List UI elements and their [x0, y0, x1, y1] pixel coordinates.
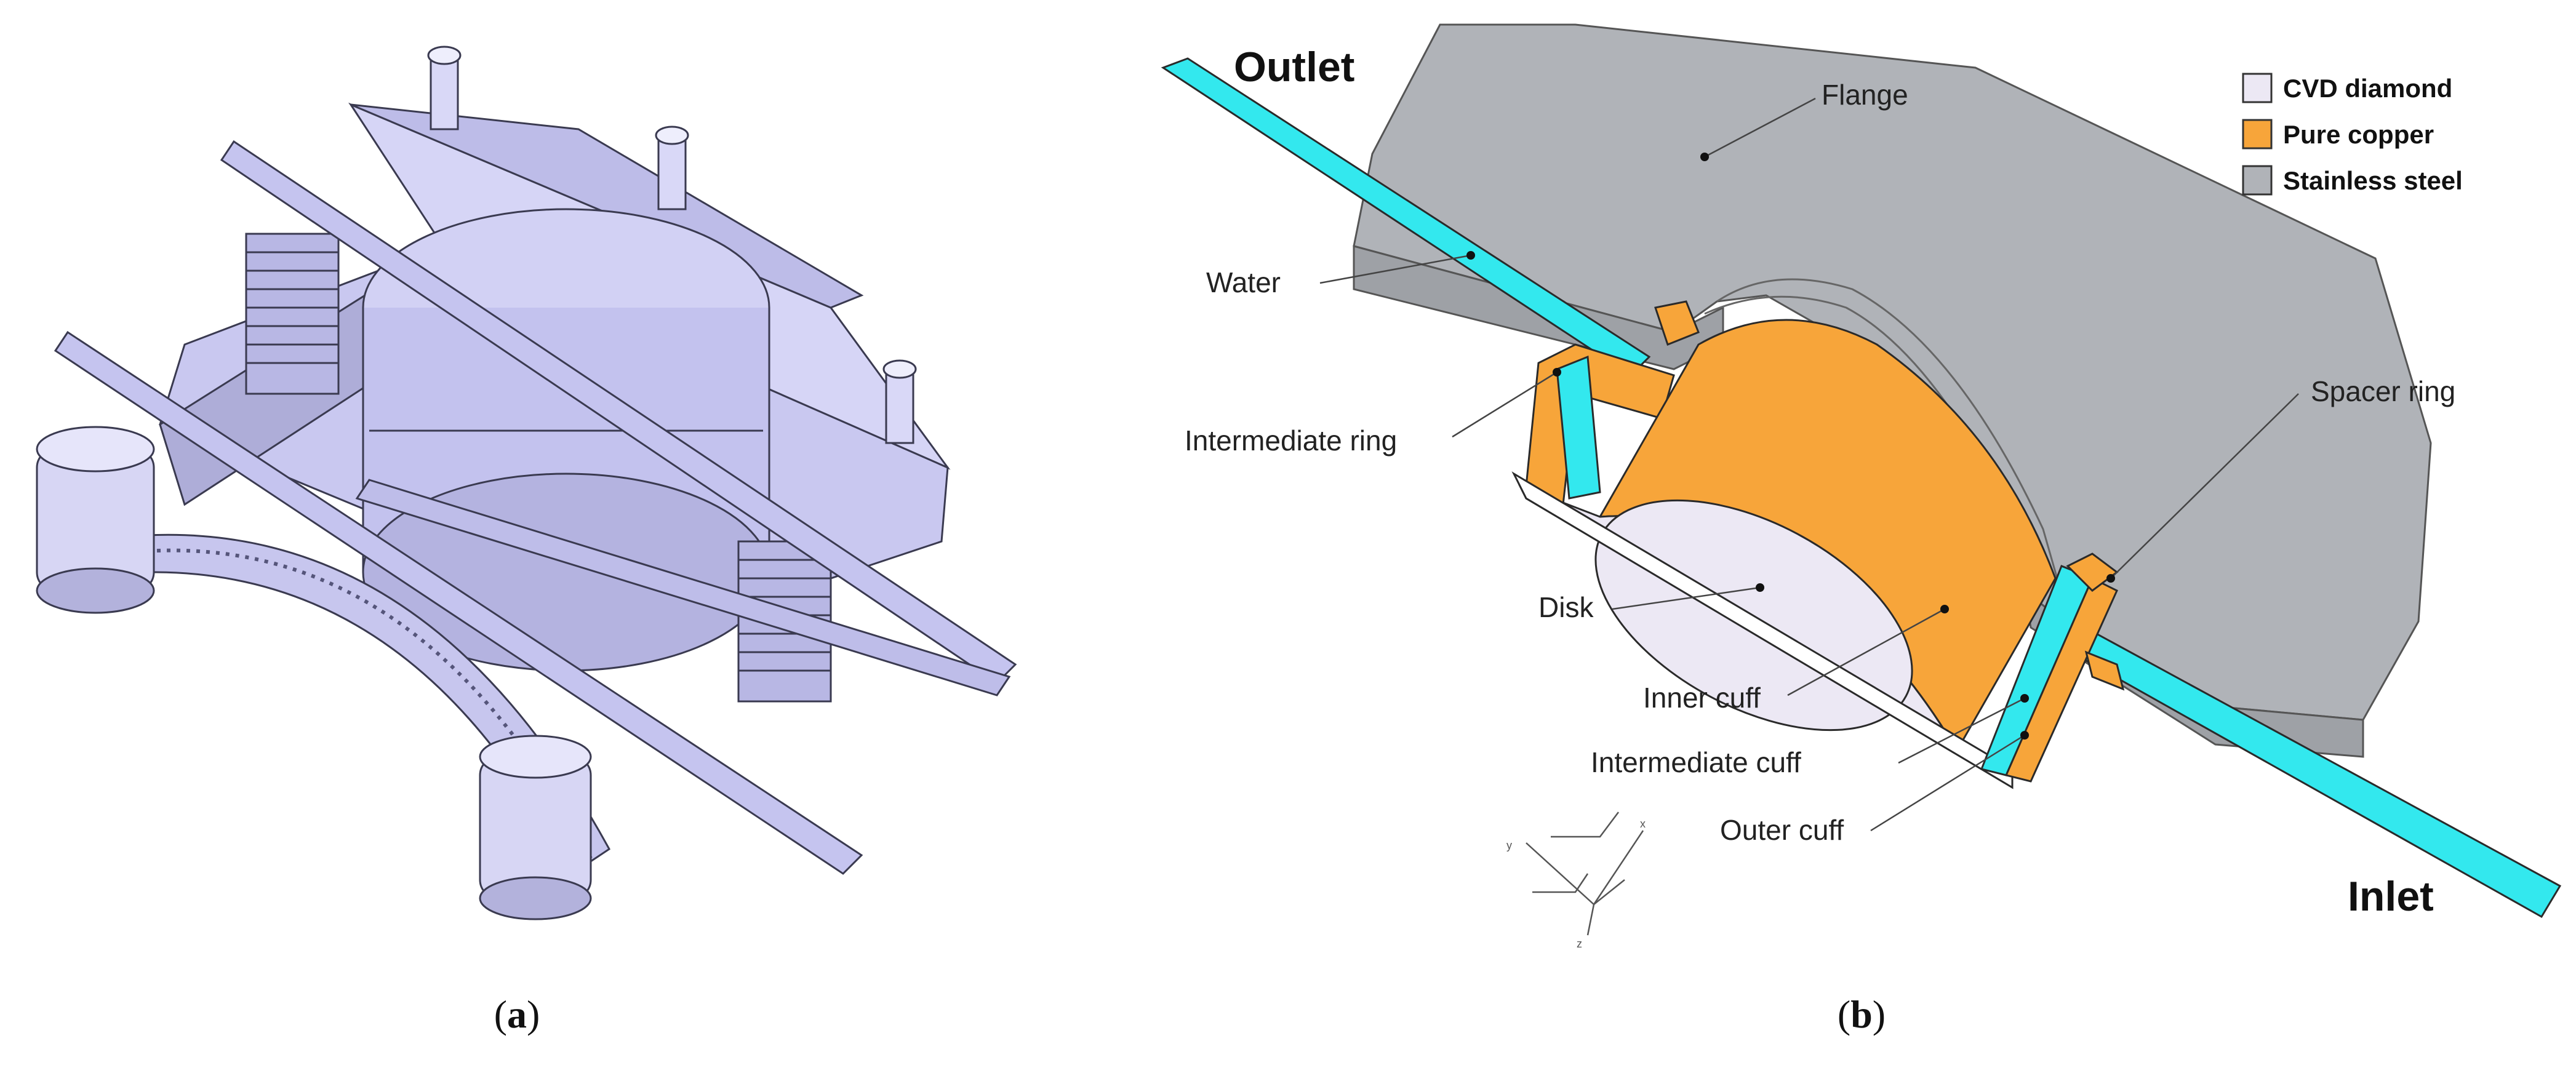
axis-label-y: y [1506, 839, 1512, 852]
legend-swatch-stainless-steel [2242, 165, 2273, 196]
drive-unit-left [36, 426, 155, 614]
legend-swatch-cvd-diamond [2242, 73, 2273, 103]
axis-label-x: x [1640, 818, 1646, 830]
axis-triad [1526, 812, 1644, 936]
panel-a-cad-render [36, 46, 1017, 920]
title-inlet: Inlet [2348, 873, 2434, 920]
label-intermediate-ring: Intermediate ring [1185, 425, 1397, 457]
label-intermediate-cuff: Intermediate cuff [1591, 746, 1801, 778]
guide-rods [54, 140, 1017, 875]
title-outlet: Outlet [1234, 44, 1354, 90]
leader-lines [1319, 97, 2299, 832]
axis-label-z: z [1577, 938, 1582, 950]
disk-base-plate [1511, 471, 2014, 789]
label-water: Water [1206, 266, 1281, 298]
caption-b: (b) [1838, 992, 1886, 1036]
drive-unit-right [479, 735, 592, 920]
copper-parts-right [1980, 552, 2125, 783]
legend-label-pure-copper: Pure copper [2283, 120, 2434, 149]
bellows-left [245, 233, 340, 395]
bolt-studs [427, 46, 917, 444]
legend-label-stainless-steel: Stainless steel [2283, 166, 2463, 195]
material-legend: CVD diamond Pure copper Stainless steel [2242, 73, 2463, 196]
label-flange: Flange [1822, 79, 1908, 111]
label-outer-cuff: Outer cuff [1720, 814, 1844, 846]
label-disk: Disk [1538, 591, 1594, 623]
water-channel-outlet [1161, 57, 1651, 377]
caption-a: (a) [494, 992, 540, 1036]
legend-label-cvd-diamond: CVD diamond [2283, 74, 2452, 103]
label-spacer-ring: Spacer ring [2311, 375, 2455, 407]
panel-b-cross-section: y x z Outlet Inlet Flange Water Interm [1161, 23, 2562, 950]
legend-swatch-pure-copper [2242, 119, 2273, 150]
copper-parts-left [1525, 300, 1700, 506]
label-inner-cuff: Inner cuff [1643, 682, 1761, 714]
